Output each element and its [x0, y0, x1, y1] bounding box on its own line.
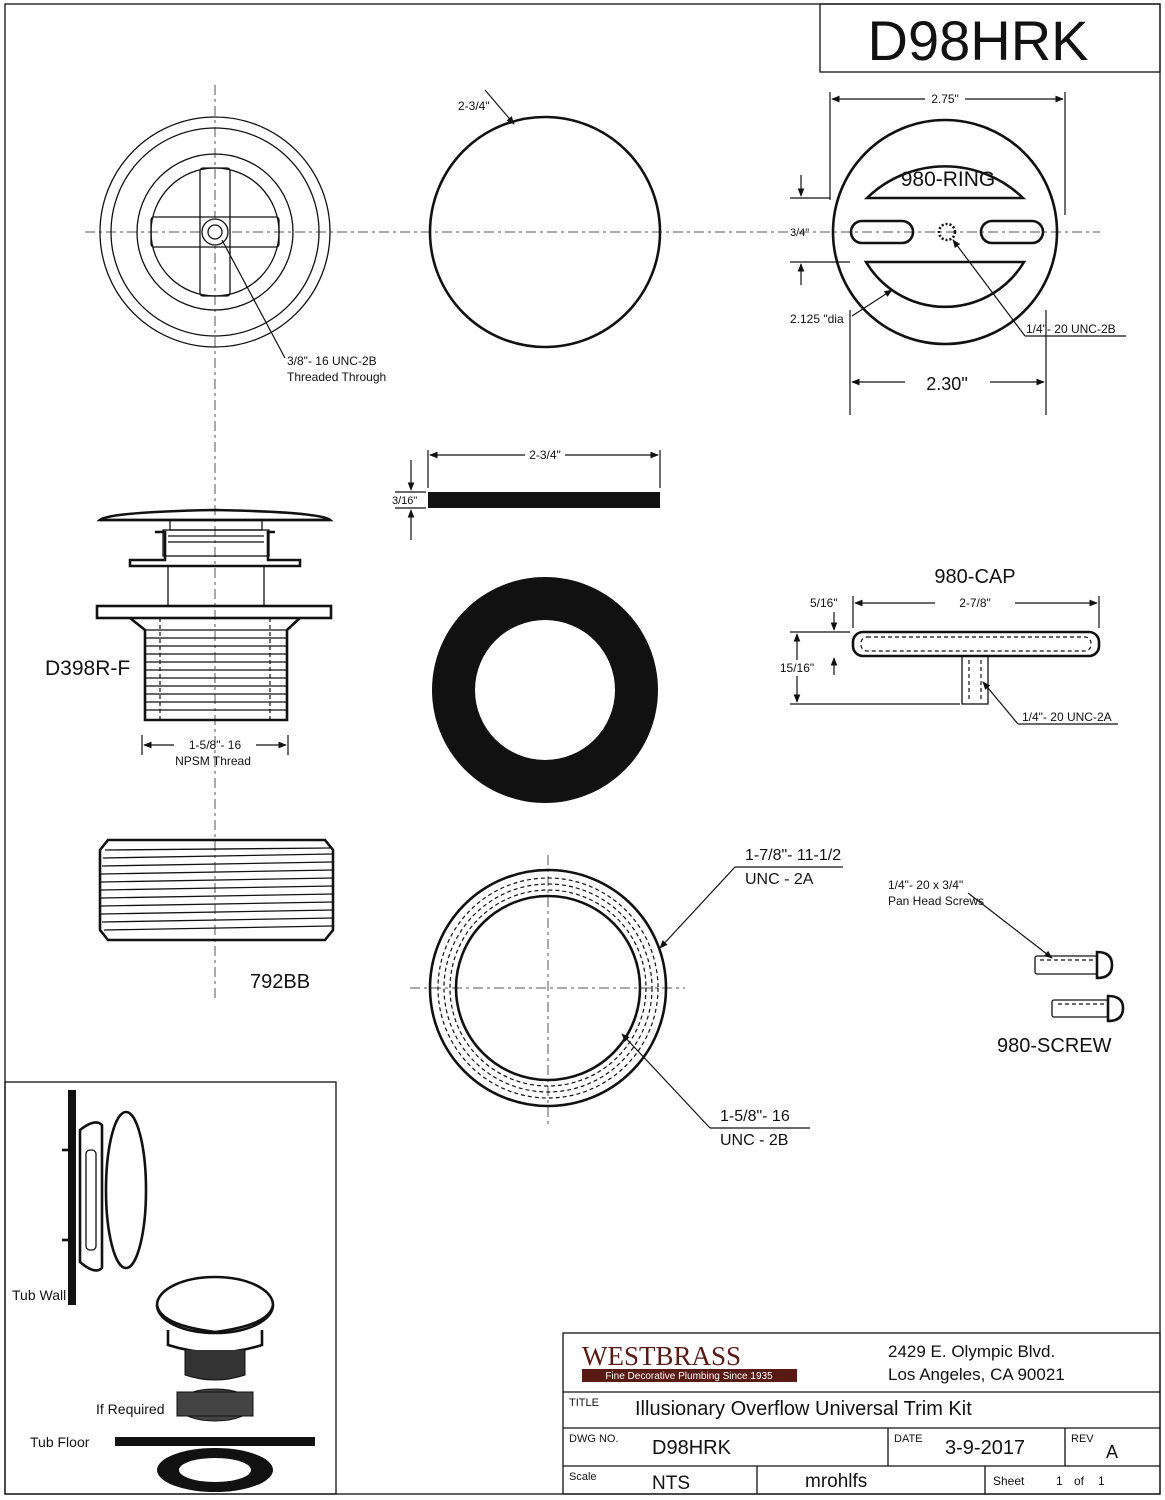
drawn-by-value: mrohlfs: [805, 1471, 867, 1492]
adapter-792bb-view: 792BB: [98, 838, 335, 993]
adapter-outer-thread-size: 1-7/8"- 11-1/2: [745, 847, 841, 864]
gasket-thickness-label: 3/16": [392, 495, 417, 507]
dwg-no-value: D98HRK: [652, 1437, 732, 1459]
dwg-no-field-label: DWG NO.: [569, 1433, 619, 1445]
cap-980-side-view: 980-CAP 2-7/8" 5/16" 15/16" 1/4"- 20 UNC…: [780, 566, 1118, 725]
adapter-outer-thread-class: UNC - 2A: [745, 871, 814, 888]
cap-width-label: 2-7/8": [959, 596, 991, 610]
drain-npsm-type: NPSM Thread: [175, 754, 251, 768]
gasket-face-view: [432, 577, 658, 803]
scale-value: NTS: [652, 1473, 690, 1494]
ring-slot-label: 3/4": [790, 227, 809, 239]
installation-inset: Tub Wall If Required Tub Floor: [4, 1081, 337, 1495]
title-block: WESTBRASS Fine Decorative Plumbing Since…: [562, 1332, 1161, 1495]
cap-part-label: 980-CAP: [934, 566, 1015, 588]
ring-span-label: 2.30": [926, 374, 967, 394]
screw-spec-type: Pan Head Screws: [888, 894, 984, 908]
ring-part-label: 980-RING: [901, 168, 996, 191]
adapter-inner-thread-class: UNC - 2B: [720, 1132, 788, 1149]
cover-disc-view: 2-3/4": [428, 89, 662, 349]
sheet-total: 1: [1098, 1474, 1105, 1488]
gasket-side-view: 2-3/4" 3/16": [392, 447, 661, 540]
sheet-number: 1: [1056, 1474, 1063, 1488]
cap-height-label: 15/16": [780, 661, 814, 675]
cap-thread-label: 1/4"- 20 UNC-2A: [1022, 710, 1112, 724]
drawing-title: Illusionary Overflow Universal Trim Kit: [635, 1398, 972, 1420]
sheet-of: of: [1074, 1474, 1085, 1488]
screw-spec-size: 1/4"- 20 x 3/4": [888, 878, 963, 892]
tub-wall-label: Tub Wall: [12, 1287, 66, 1303]
ring-thread-label: 1/4"- 20 UNC-2B: [1026, 322, 1116, 336]
address-line-1: 2429 E. Olympic Blvd.: [888, 1342, 1055, 1361]
drawing-number-header-box: D98HRK: [819, 3, 1161, 73]
disc-diameter-label: 2-3/4": [458, 99, 490, 113]
sheet-field-label: Sheet: [993, 1474, 1025, 1488]
screw-part-label: 980-SCREW: [997, 1035, 1112, 1057]
adapter-ring-face-view: 1-7/8"- 11-1/2 UNC - 2A 1-5/8"- 16 UNC -…: [410, 847, 843, 1149]
brand-logo-text: WESTBRASS: [582, 1341, 741, 1371]
tub-floor-label: Tub Floor: [30, 1434, 90, 1450]
address-line-2: Los Angeles, CA 90021: [888, 1365, 1065, 1384]
drawing-number-header: D98HRK: [868, 9, 1089, 72]
drain-thread-lines: [145, 629, 287, 711]
screw-980-view: 1/4"- 20 x 3/4" Pan Head Screws 980-SCRE…: [888, 878, 1125, 1057]
title-field-label: TITLE: [569, 1397, 599, 1409]
adapter-part-label: 792BB: [250, 971, 310, 993]
rev-field-label: REV: [1071, 1433, 1094, 1445]
drain-body-side-view: D398R-F 1-5/8"- 16 NPSM Thread: [45, 508, 334, 768]
date-field-label: DATE: [894, 1433, 923, 1445]
ring-980-view: 980-RING 2.75" 3/4" 2.125 "dia 1/4"- 20 …: [790, 90, 1126, 415]
drain-part-label: D398R-F: [45, 657, 130, 680]
if-required-label: If Required: [96, 1401, 164, 1417]
drain-top-view: 3/8"- 16 UNC-2B Threaded Through: [85, 85, 1100, 1000]
drain-thread-label: 3/8"- 16 UNC-2B: [287, 354, 377, 368]
adapter-inner-thread-size: 1-5/8"- 16: [720, 1108, 790, 1125]
drain-npsm-size: 1-5/8"- 16: [189, 738, 242, 752]
gasket-width-label: 2-3/4": [529, 448, 561, 462]
ring-width-label: 2.75": [931, 92, 959, 106]
scale-field-label: Scale: [569, 1471, 597, 1483]
cap-thickness-label: 5/16": [810, 596, 838, 610]
rev-value: A: [1106, 1442, 1118, 1462]
ring-bore-label: 2.125 "dia: [790, 312, 844, 326]
date-value: 3-9-2017: [945, 1437, 1025, 1459]
brand-tagline: Fine Decorative Plumbing Since 1935: [605, 1371, 773, 1382]
drain-thread-note: Threaded Through: [287, 370, 386, 384]
